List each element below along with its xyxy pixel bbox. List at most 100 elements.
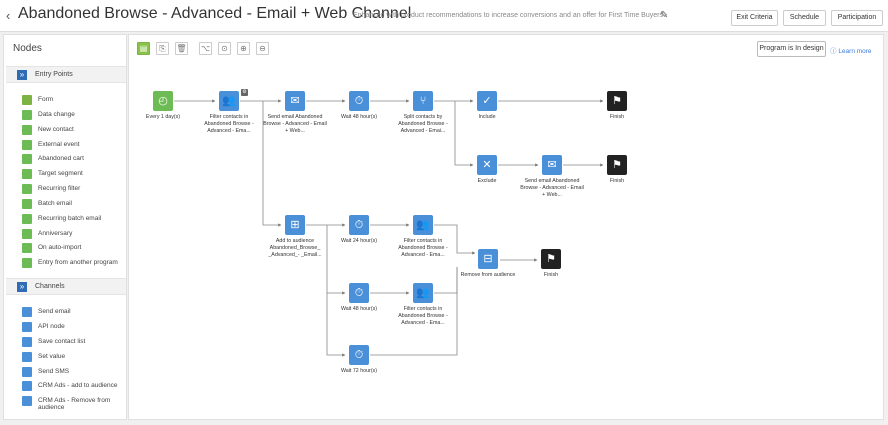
node-item-target-segment[interactable]: Target segment xyxy=(22,168,126,182)
external-event-icon xyxy=(22,140,32,150)
send-email-node[interactable]: ✉ xyxy=(285,91,305,111)
node-item-api-node[interactable]: API node xyxy=(22,321,126,335)
node-label: Include xyxy=(478,114,496,120)
section-channels[interactable]: » Channels xyxy=(6,278,126,295)
edit-pencil-icon[interactable]: ✎ xyxy=(660,10,669,21)
node-item-data-change[interactable]: Data change xyxy=(22,109,126,123)
node-label: Exclude xyxy=(477,178,497,184)
recurring-filter-icon xyxy=(22,184,32,194)
connect-tool-icon[interactable]: ⌥ xyxy=(199,42,212,55)
crm-add-audience-icon xyxy=(22,381,32,391)
node-item-send-sms[interactable]: Send SMS xyxy=(22,366,126,380)
node-item-save-contact-list[interactable]: Save contact list xyxy=(22,336,126,350)
filter-contacts-node[interactable]: 👥 xyxy=(413,283,433,303)
page-subtitle: Enhanced with product recommendations to… xyxy=(353,12,663,19)
node-item-crm-ads-add[interactable]: CRM Ads - add to audience xyxy=(22,380,126,394)
send-email-node[interactable]: ✉ xyxy=(542,155,562,175)
node-label: Send email Abandoned Browse - Advanced -… xyxy=(263,114,327,135)
filter-contacts-node[interactable]: 👥 xyxy=(413,215,433,235)
collapse-chevron-icon[interactable]: » xyxy=(17,70,27,80)
participation-button[interactable]: Participation xyxy=(831,10,883,26)
include-node[interactable]: ✓ xyxy=(477,91,497,111)
set-value-icon xyxy=(22,352,32,362)
schedule-button[interactable]: Schedule xyxy=(783,10,826,26)
crm-remove-audience-icon xyxy=(22,396,32,406)
node-label: Every 1 day(s) xyxy=(145,114,181,120)
new-contact-icon xyxy=(22,125,32,135)
entry-recurring-node[interactable]: ◴ xyxy=(153,91,173,111)
remove-from-audience-node[interactable]: ⊟ xyxy=(478,249,498,269)
delete-tool-icon[interactable]: 🗑 xyxy=(175,42,188,55)
node-label: Add to audience Abandoned_Browse_ _Advan… xyxy=(268,238,322,259)
form-icon xyxy=(22,95,32,105)
section-label: Entry Points xyxy=(35,71,73,78)
send-sms-icon xyxy=(22,367,32,377)
node-label: Filter contacts in Abandoned Browse - Ad… xyxy=(398,238,448,259)
send-email-icon xyxy=(22,307,32,317)
save-contact-list-icon xyxy=(22,337,32,347)
section-entry-points[interactable]: » Entry Points xyxy=(6,66,126,83)
finish-flag-icon[interactable]: ⚑ xyxy=(607,91,627,111)
node-label: Split contacts by Abandoned Browse - Adv… xyxy=(398,114,448,135)
sidebar-title: Nodes xyxy=(13,43,42,54)
collapse-chevron-icon[interactable]: » xyxy=(17,282,27,292)
exclude-node[interactable]: ✕ xyxy=(477,155,497,175)
program-header: ‹ Abandoned Browse - Advanced - Email + … xyxy=(0,0,888,32)
split-contacts-node[interactable]: ⑂ xyxy=(413,91,433,111)
node-item-entry-from-another-program[interactable]: Entry from another program xyxy=(22,257,126,271)
node-label: Filter contacts in Abandoned Browse - Ad… xyxy=(398,306,448,327)
recurring-batch-email-icon xyxy=(22,214,32,224)
finish-flag-icon[interactable]: ⚑ xyxy=(607,155,627,175)
wait-node[interactable]: ⏱ xyxy=(349,91,369,111)
section-label: Channels xyxy=(35,283,65,290)
copy-tool-icon[interactable]: ⎘ xyxy=(156,42,169,55)
node-label: Send email Abandoned Browse - Advanced -… xyxy=(520,178,584,199)
node-label: Wait 72 hour(s) xyxy=(340,368,377,374)
workflow-canvas[interactable]: ▤ ⎘ 🗑 ⌥ ⊙ ⊕ ⊖ Program is In design ⓘ Lea… xyxy=(128,34,884,420)
node-label: Wait 24 hour(s) xyxy=(340,238,377,244)
settings-gear-icon[interactable]: ⚙ xyxy=(241,89,248,96)
node-label: Finish xyxy=(543,272,559,278)
zoom-out-icon[interactable]: ⊖ xyxy=(256,42,269,55)
zoom-in-icon[interactable]: ⊕ xyxy=(237,42,250,55)
node-label: Finish xyxy=(609,178,625,184)
node-item-form[interactable]: Form xyxy=(22,94,126,108)
exit-criteria-button[interactable]: Exit Criteria xyxy=(731,10,778,26)
filter-contacts-node[interactable]: 👥 xyxy=(219,91,239,111)
add-to-audience-node[interactable]: ⊞ xyxy=(285,215,305,235)
batch-email-icon xyxy=(22,199,32,209)
target-segment-icon xyxy=(22,169,32,179)
finish-flag-icon[interactable]: ⚑ xyxy=(541,249,561,269)
node-item-crm-ads-remove[interactable]: CRM Ads - Remove from audience xyxy=(8,395,126,417)
learn-more-link[interactable]: ⓘ Learn more xyxy=(830,48,872,55)
node-item-recurring-filter[interactable]: Recurring filter xyxy=(22,183,126,197)
nodes-sidebar: Nodes » Entry Points Form Data change Ne… xyxy=(3,34,127,420)
api-node-icon xyxy=(22,322,32,332)
node-label: Wait 48 hour(s) xyxy=(340,114,377,120)
wait-node[interactable]: ⏱ xyxy=(349,345,369,365)
node-item-external-event[interactable]: External event xyxy=(22,139,126,153)
on-auto-import-icon xyxy=(22,243,32,253)
node-item-send-email[interactable]: Send email xyxy=(22,306,126,320)
abandoned-cart-icon xyxy=(22,154,32,164)
zoom-fit-icon[interactable]: ⊙ xyxy=(218,42,231,55)
node-item-set-value[interactable]: Set value xyxy=(22,351,126,365)
back-chevron-icon[interactable]: ‹ xyxy=(6,8,11,23)
program-status-button[interactable]: Program is In design xyxy=(757,41,826,57)
node-item-abandoned-cart[interactable]: Abandoned cart xyxy=(22,153,126,167)
node-item-batch-email[interactable]: Batch email xyxy=(22,198,126,212)
wait-node[interactable]: ⏱ xyxy=(349,215,369,235)
node-item-anniversary[interactable]: Anniversary xyxy=(22,228,126,242)
node-label: Remove from audience xyxy=(460,272,516,278)
wait-node[interactable]: ⏱ xyxy=(349,283,369,303)
entry-from-program-icon xyxy=(22,258,32,268)
page-title: Abandoned Browse - Advanced - Email + We… xyxy=(18,5,412,22)
node-item-new-contact[interactable]: New contact xyxy=(22,124,126,138)
data-change-icon xyxy=(22,110,32,120)
node-item-recurring-batch-email[interactable]: Recurring batch email xyxy=(22,213,126,227)
connector-lines xyxy=(174,99,604,357)
node-label: Finish xyxy=(609,114,625,120)
select-tool-icon[interactable]: ▤ xyxy=(137,42,150,55)
node-item-on-auto-import[interactable]: On auto-import xyxy=(22,242,126,256)
node-label: Wait 48 hour(s) xyxy=(340,306,377,312)
